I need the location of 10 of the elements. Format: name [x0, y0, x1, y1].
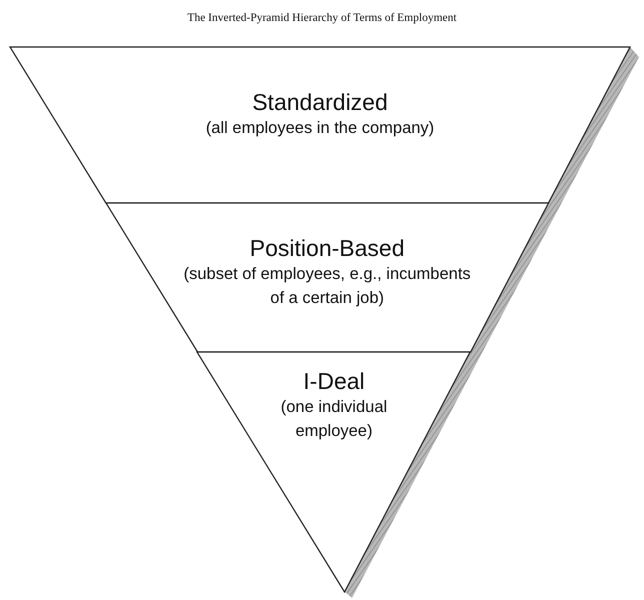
tier-description: (subset of employees, e.g., incumbents of a certain job) — [182, 264, 472, 309]
tier-description: (all employees in the company) — [206, 118, 434, 139]
tier-description: (one individual employee) — [280, 397, 388, 442]
tier-heading: I-Deal — [303, 368, 365, 395]
tier-heading: Standardized — [252, 89, 388, 116]
pyramid-tier — [10, 47, 630, 203]
tier-heading: Position-Based — [250, 235, 404, 262]
pyramid-tier — [197, 352, 470, 592]
diagram-title: The Inverted-Pyramid Hierarchy of Terms of Employment — [186, 12, 458, 24]
pyramid-tier — [106, 203, 548, 352]
